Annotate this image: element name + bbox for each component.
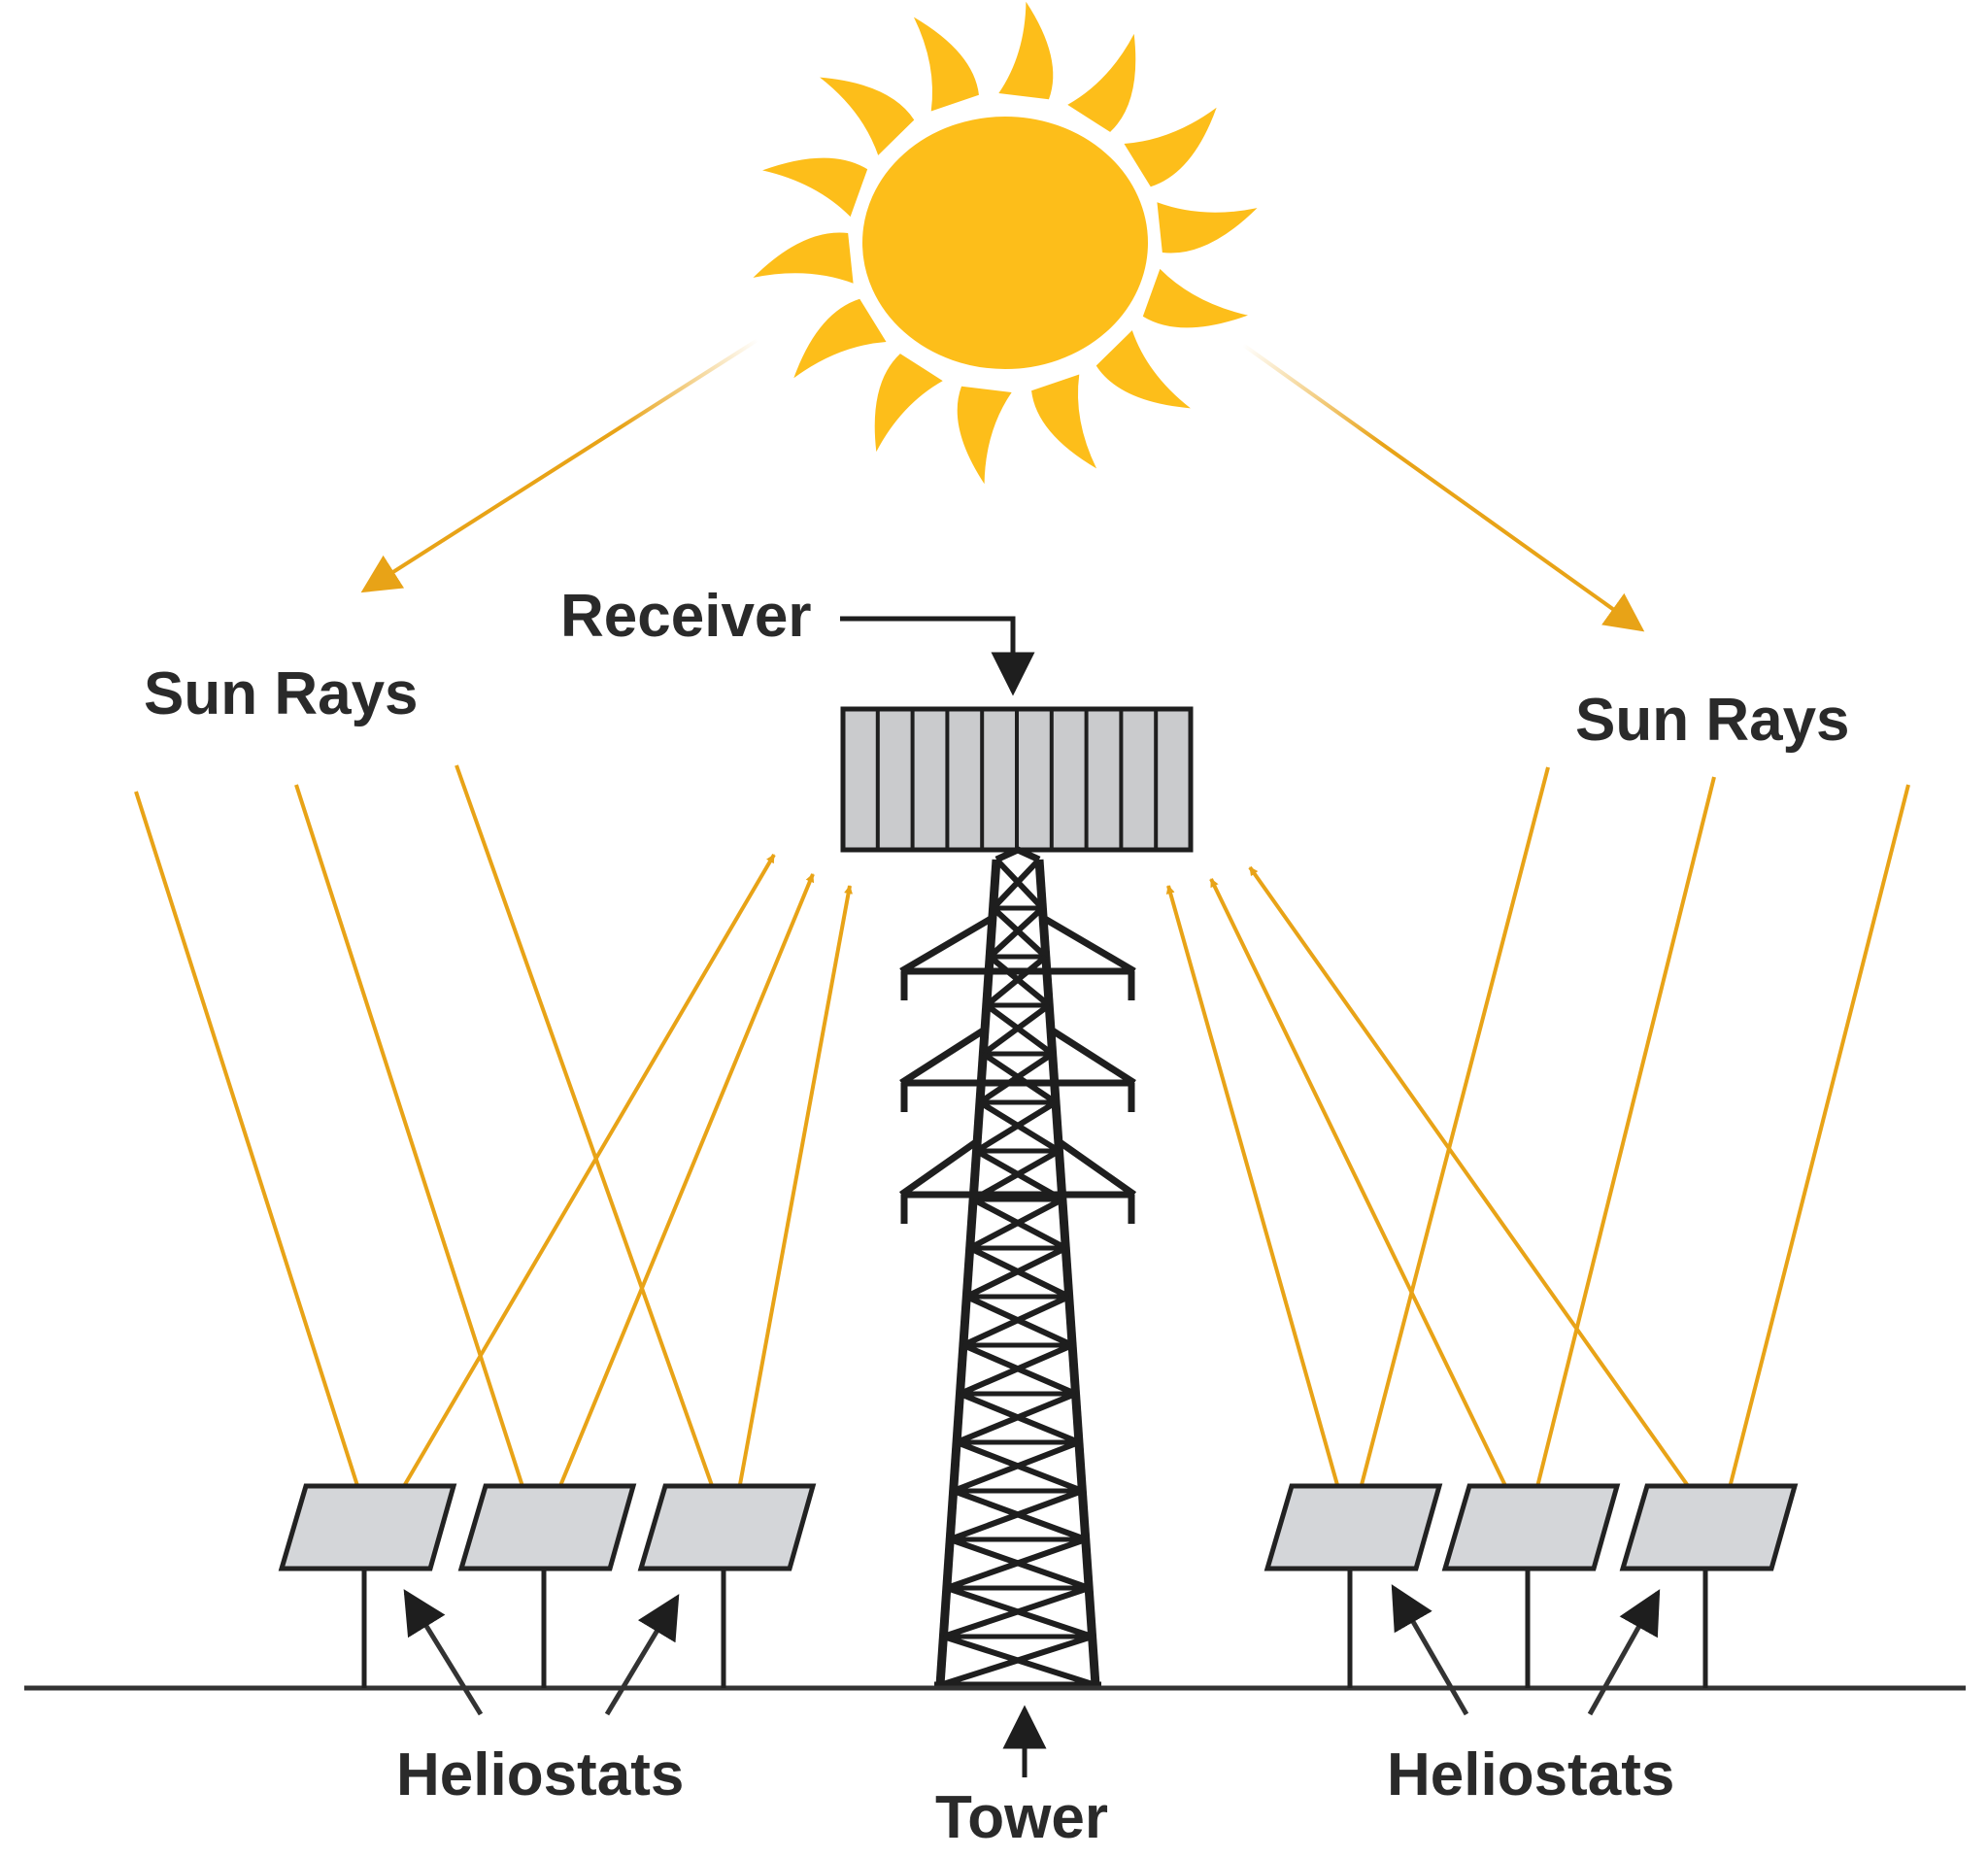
heliostat-pointer-arrow (1587, 1589, 1661, 1716)
heliostats-label-right: Heliostats (1387, 1741, 1674, 1808)
tower-lattice (898, 846, 1137, 1689)
heliostat-mirror (457, 1483, 637, 1571)
incoming-sun-ray (134, 791, 376, 1538)
heliostat-mirror (1264, 1483, 1443, 1571)
sun-flame (957, 386, 1012, 485)
reflected-sun-ray (728, 885, 853, 1538)
sun-flame (1157, 202, 1258, 253)
sun-flame (1095, 330, 1191, 409)
heliostat-mirror (637, 1483, 817, 1571)
receiver-panel (840, 706, 1194, 853)
reflected-sun-ray (372, 853, 776, 1539)
label-pointer-arrows (403, 616, 1661, 1777)
incoming-sun-ray (1717, 784, 1910, 1531)
sun-rays-label-right: Sun Rays (1575, 687, 1850, 754)
sun-flame (1142, 268, 1248, 328)
incoming-sun-ray (455, 764, 732, 1538)
reflected-sun-ray (1209, 878, 1529, 1531)
incoming-sun-ray (294, 784, 541, 1538)
heliostat-pointer-arrow (403, 1589, 484, 1716)
sun-flame (874, 354, 943, 453)
heliostat-mirror (1441, 1483, 1621, 1571)
reflected-sun-ray (1248, 865, 1721, 1532)
sun-flame (762, 157, 868, 218)
heliostat-pointer-arrow (604, 1594, 680, 1716)
sun-disk (857, 111, 1154, 375)
sun-flame (793, 298, 887, 379)
sun-ray-arrow-right (1241, 343, 1645, 632)
heliostat-panels (278, 1483, 1799, 1688)
sun-flame (1124, 107, 1217, 187)
receiver-pointer-arrow (840, 616, 1035, 696)
sun-flame (820, 77, 915, 155)
heliostat-mirror (278, 1483, 457, 1571)
sun-ray-arrow-left (360, 338, 759, 593)
heliostat-pointer-arrow (1391, 1584, 1469, 1716)
sun-flame (913, 17, 979, 112)
incoming-sun-ray (1525, 776, 1716, 1531)
sun-icon (753, 1, 1258, 485)
heliostat-mirror (1619, 1483, 1799, 1571)
tower-label: Tower (935, 1784, 1108, 1851)
reflected-rays (134, 764, 1910, 1539)
sun-flame (1067, 33, 1136, 132)
sun-flame (998, 1, 1054, 100)
heliostats-label-left: Heliostats (396, 1741, 684, 1808)
reflected-sun-ray (1165, 885, 1352, 1531)
sun-flame (1031, 374, 1097, 469)
reflected-sun-ray (537, 873, 815, 1538)
sun-flame (753, 232, 854, 284)
sun-rays-label-left: Sun Rays (144, 660, 419, 727)
receiver-label: Receiver (560, 583, 812, 650)
